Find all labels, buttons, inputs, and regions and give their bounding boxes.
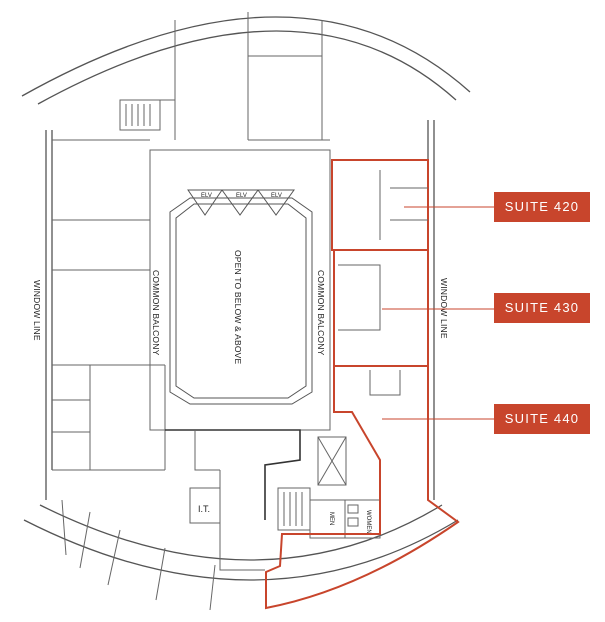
elevator-label-3: ELV xyxy=(271,193,282,199)
women-room-label: WOMEN xyxy=(365,510,371,534)
suite-440-outline xyxy=(265,365,460,610)
elevator-label-1: ELV xyxy=(201,193,212,199)
atrium xyxy=(169,189,313,405)
window-line-right-label: WINDOW LINE xyxy=(439,278,449,339)
interior-walls xyxy=(52,12,381,611)
common-balcony-left-label: COMMON BALCONY xyxy=(151,270,161,356)
common-balcony-right-label: COMMON BALCONY xyxy=(316,270,326,356)
suite-interior-walls xyxy=(338,170,428,396)
suite-420-label: SUITE 420 xyxy=(494,192,590,222)
building-shell xyxy=(21,16,471,581)
window-line-left-label: WINDOW LINE xyxy=(32,280,42,341)
suite-430-outline xyxy=(333,249,429,367)
suite-440-label: SUITE 440 xyxy=(494,404,590,434)
elevator-label-2: ELV xyxy=(236,193,247,199)
it-room-label: I.T. xyxy=(198,504,210,514)
suite-430-label: SUITE 430 xyxy=(494,293,590,323)
leader-lines xyxy=(382,206,496,420)
open-to-below-label: OPEN TO BELOW & ABOVE xyxy=(233,250,243,365)
suite-outlines xyxy=(265,159,460,610)
men-room-label: MEN xyxy=(328,512,334,525)
